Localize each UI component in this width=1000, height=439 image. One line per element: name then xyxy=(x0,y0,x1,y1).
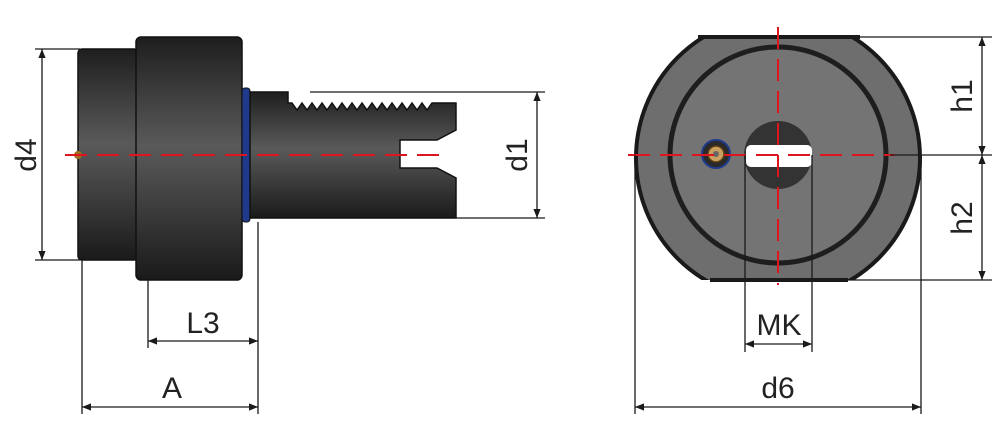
flange xyxy=(135,36,243,281)
dimension-h1-h2: h1 h2 xyxy=(848,36,992,281)
dimension-d6: d6 xyxy=(634,155,922,414)
label-d1: d1 xyxy=(501,138,534,171)
dimension-d1: d1 xyxy=(310,91,545,219)
label-h2: h2 xyxy=(946,201,979,234)
label-h1: h1 xyxy=(946,79,979,112)
dimension-d4: d4 xyxy=(10,48,80,261)
front-view xyxy=(628,27,922,285)
dimension-A: A xyxy=(81,260,258,414)
label-d4: d4 xyxy=(10,138,43,171)
label-MK: MK xyxy=(757,309,802,342)
dimension-L3: L3 xyxy=(147,222,259,414)
label-A: A xyxy=(162,372,182,405)
label-d6: d6 xyxy=(761,372,794,405)
dimension-MK: MK xyxy=(744,155,813,352)
label-L3: L3 xyxy=(186,307,219,340)
side-view xyxy=(65,36,457,281)
